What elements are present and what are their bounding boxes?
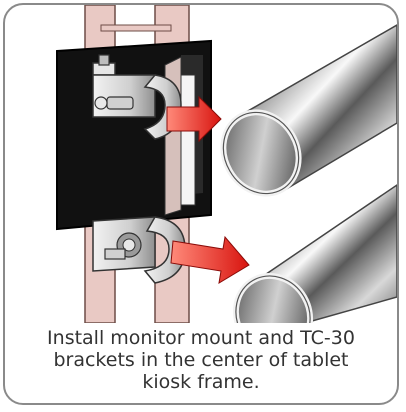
instruction-card: Install monitor mount and TC-30 brackets… [3, 3, 399, 405]
upper-arrow [166, 95, 222, 143]
caption-line-2: brackets in the center of tablet [53, 349, 349, 371]
caption-line-3: kiosk frame. [142, 371, 260, 393]
caption-line-1: Install monitor mount and TC-30 [47, 327, 355, 349]
upper-pipe [220, 24, 397, 197]
instruction-caption: Install monitor mount and TC-30 brackets… [15, 327, 387, 393]
upper-bracket [92, 54, 182, 140]
installation-illustration [56, 5, 397, 323]
lower-arrow [170, 235, 250, 284]
kiosk-frame [56, 39, 212, 231]
lower-pipe [232, 184, 397, 323]
lower-bracket [92, 216, 186, 284]
